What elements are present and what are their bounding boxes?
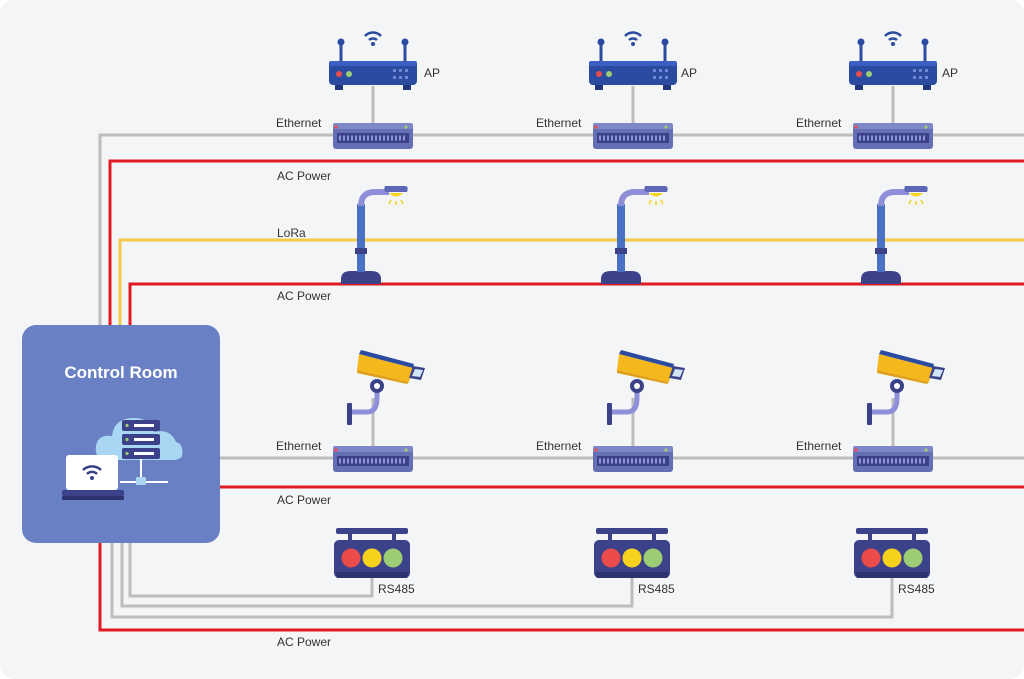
traffic-light-1: RS485 <box>334 528 415 596</box>
ap-label: AP <box>681 66 697 80</box>
cables <box>98 86 1024 632</box>
switch-top-1: Ethernet <box>276 116 413 149</box>
ac-power-label: AC Power <box>277 493 331 507</box>
traffic-light-3: RS485 <box>854 528 935 596</box>
ac-power-label: AC Power <box>277 289 331 303</box>
access-point-3: AP <box>847 31 958 92</box>
network-switch-icon <box>333 123 413 149</box>
ap-label: AP <box>942 66 958 80</box>
ap-label: AP <box>424 66 440 80</box>
ethernet-line-top <box>98 133 1024 325</box>
ac-power-line-lamps <box>128 282 1024 325</box>
lora-label: LoRa <box>277 226 306 240</box>
access-point-1: AP <box>327 31 440 92</box>
network-switch-icon <box>333 446 413 472</box>
network-switch-icon <box>853 446 933 472</box>
rs485-line-3 <box>110 543 894 619</box>
wifi-icon <box>82 465 102 480</box>
network-switch-icon <box>593 446 673 472</box>
ethernet-label: Ethernet <box>796 439 842 453</box>
control-room-title: Control Room <box>64 363 177 382</box>
switch-top-2: Ethernet <box>536 116 673 149</box>
access-point-2: AP <box>587 31 697 92</box>
cloud-server-icon <box>95 418 183 485</box>
control-room: Control Room <box>22 325 220 543</box>
traffic-light-2: RS485 <box>594 528 675 596</box>
rs485-label: RS485 <box>898 582 935 596</box>
ethernet-label: Ethernet <box>276 116 322 130</box>
rs485-line-2 <box>120 543 634 608</box>
ac-power-line-top <box>108 159 1024 325</box>
switch-top-3: Ethernet <box>796 116 933 149</box>
ethernet-label: Ethernet <box>536 116 582 130</box>
ethernet-label: Ethernet <box>536 439 582 453</box>
ac-power-line-bottom <box>98 543 1024 632</box>
network-switch-icon <box>853 123 933 149</box>
switch-camera-3: Ethernet <box>796 439 933 472</box>
network-switch-icon <box>593 123 673 149</box>
lora-line <box>118 238 1024 325</box>
ac-power-label: AC Power <box>277 169 331 183</box>
switch-camera-1: Ethernet <box>276 439 413 472</box>
rs485-label: RS485 <box>378 582 415 596</box>
ethernet-label: Ethernet <box>276 439 322 453</box>
rs485-line-1 <box>128 543 374 598</box>
ethernet-label: Ethernet <box>796 116 842 130</box>
rs485-label: RS485 <box>638 582 675 596</box>
ac-power-label: AC Power <box>277 635 331 649</box>
switch-camera-2: Ethernet <box>536 439 673 472</box>
